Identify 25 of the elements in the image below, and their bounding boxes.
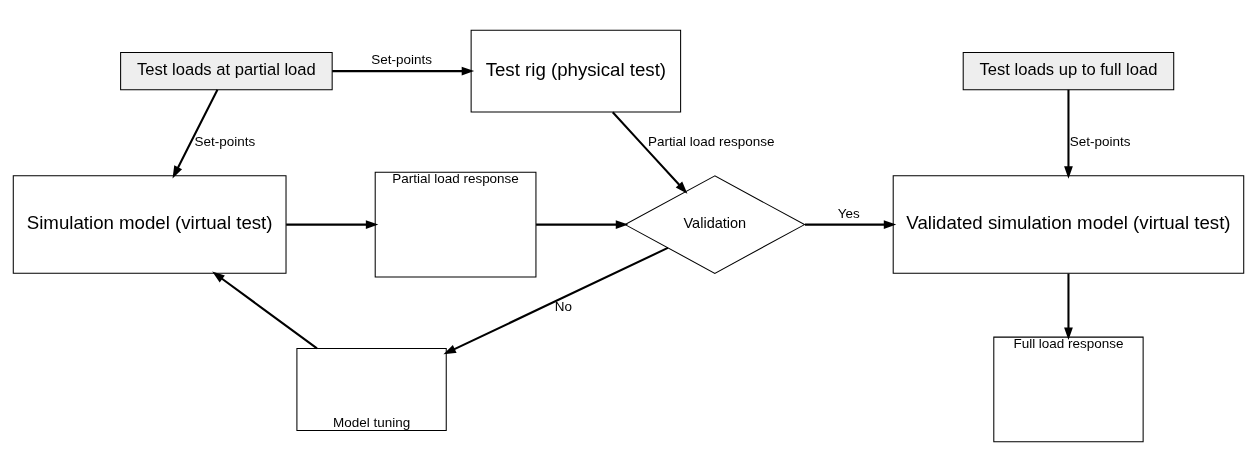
arrow bbox=[286, 219, 379, 229]
node-box: Test loads up to full load bbox=[962, 51, 1175, 90]
arrow bbox=[212, 271, 318, 349]
node-box: Test rig (physical test) bbox=[470, 29, 682, 113]
arrow bbox=[1064, 89, 1073, 179]
edge-label: Set-points bbox=[194, 133, 256, 149]
node-box: Partial load response bbox=[374, 171, 537, 277]
edge-label: Set-points bbox=[1069, 133, 1131, 149]
arrow bbox=[1064, 273, 1073, 340]
node-box: Test loads at partial load bbox=[120, 51, 333, 90]
arrow bbox=[443, 246, 669, 354]
arrow bbox=[805, 219, 897, 229]
node-box: Model tuning bbox=[296, 347, 447, 431]
edge-label: Set-points bbox=[371, 51, 432, 67]
arrow bbox=[536, 219, 629, 229]
edge-label: Yes bbox=[837, 205, 860, 221]
arrow bbox=[172, 88, 219, 178]
edge-label: No bbox=[554, 298, 573, 314]
node-box: Simulation model (virtual test) bbox=[12, 174, 287, 274]
arrow bbox=[332, 66, 475, 75]
node-box: Full load response bbox=[993, 336, 1144, 442]
node-diamond: Validation bbox=[624, 174, 806, 274]
node-box: Validated simulation model (virtual test) bbox=[892, 174, 1245, 274]
arrow bbox=[612, 111, 688, 194]
edge-label: Partial load response bbox=[647, 133, 775, 149]
